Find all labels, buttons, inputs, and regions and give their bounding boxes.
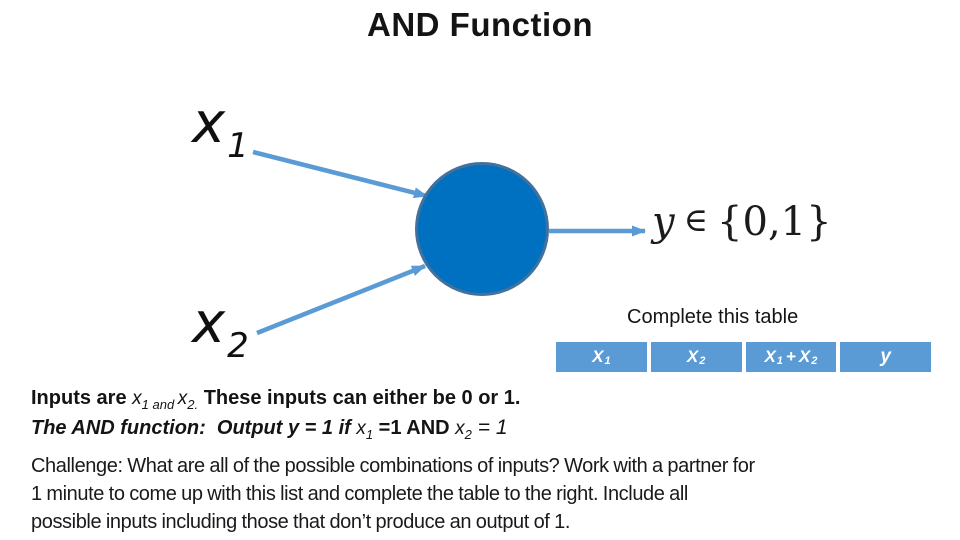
col-sum-b2: X [798,347,811,366]
x1-subscript: 1 [227,126,249,166]
andfn-text-1: The AND function: Output y = 1 if [31,417,357,439]
challenge-line-1: Challenge: What are all of the possible … [31,455,755,477]
arrow-x1-to-node-icon [252,149,428,199]
challenge-line-2: 1 minute to come up with this list and c… [31,483,688,505]
input-x1-label: x1 [192,96,249,167]
col-x2-sub: 2 [699,355,706,367]
inputs-x2: x [177,388,188,409]
andfn-x2-sub: 2 [464,427,472,442]
formula-y-var: y [652,199,675,245]
col-x1-base: X [592,347,604,366]
x1-base: x [192,91,226,156]
arrow-x2-to-node-icon [256,263,426,336]
inputs-text-2: These inputs can either be 0 or 1. [198,387,521,409]
plus-sign: + [785,347,796,366]
output-formula: y∈{0,1} [652,199,832,245]
inputs-x2-sub: 2. [187,397,199,412]
andfn-text-2: =1 AND [373,417,456,439]
note-challenge-paragraph: Challenge: What are all of the possible … [31,452,755,536]
inputs-x1: x [132,388,142,409]
column-header-y: y [840,342,931,372]
col-sum-b1: X [764,347,776,366]
x2-base: x [192,291,226,356]
col-sum-s1: 1 [776,355,783,367]
col-x2-base: X [686,347,699,366]
note-inputs-line: Inputs are x1 and x2. These inputs can e… [31,387,521,412]
andfn-x1: x [356,418,366,439]
inputs-text-1: Inputs are [31,387,133,409]
page-title: AND Function [367,6,593,43]
col-x1-sub: 1 [604,355,611,367]
challenge-line-3: possible inputs including those that don… [31,511,571,533]
note-and-function-line: The AND function: Output y = 1 if x1 =1 … [31,416,508,442]
col-y-base: y [880,346,891,367]
input-x2-label: x2 [192,296,249,367]
andfn-text-3: = 1 [471,416,508,439]
table-caption: Complete this table [627,306,799,328]
inputs-x1-sub: 1 and [141,397,178,412]
andfn-x1-sub: 1 [365,427,374,442]
col-sum-s2: 2 [811,355,818,367]
element-of-symbol: ∈ [683,200,709,239]
x2-subscript: 2 [227,326,249,366]
andfn-x2: x [455,418,465,439]
formula-set: {0,1} [717,199,832,245]
neuron-node [415,162,549,296]
